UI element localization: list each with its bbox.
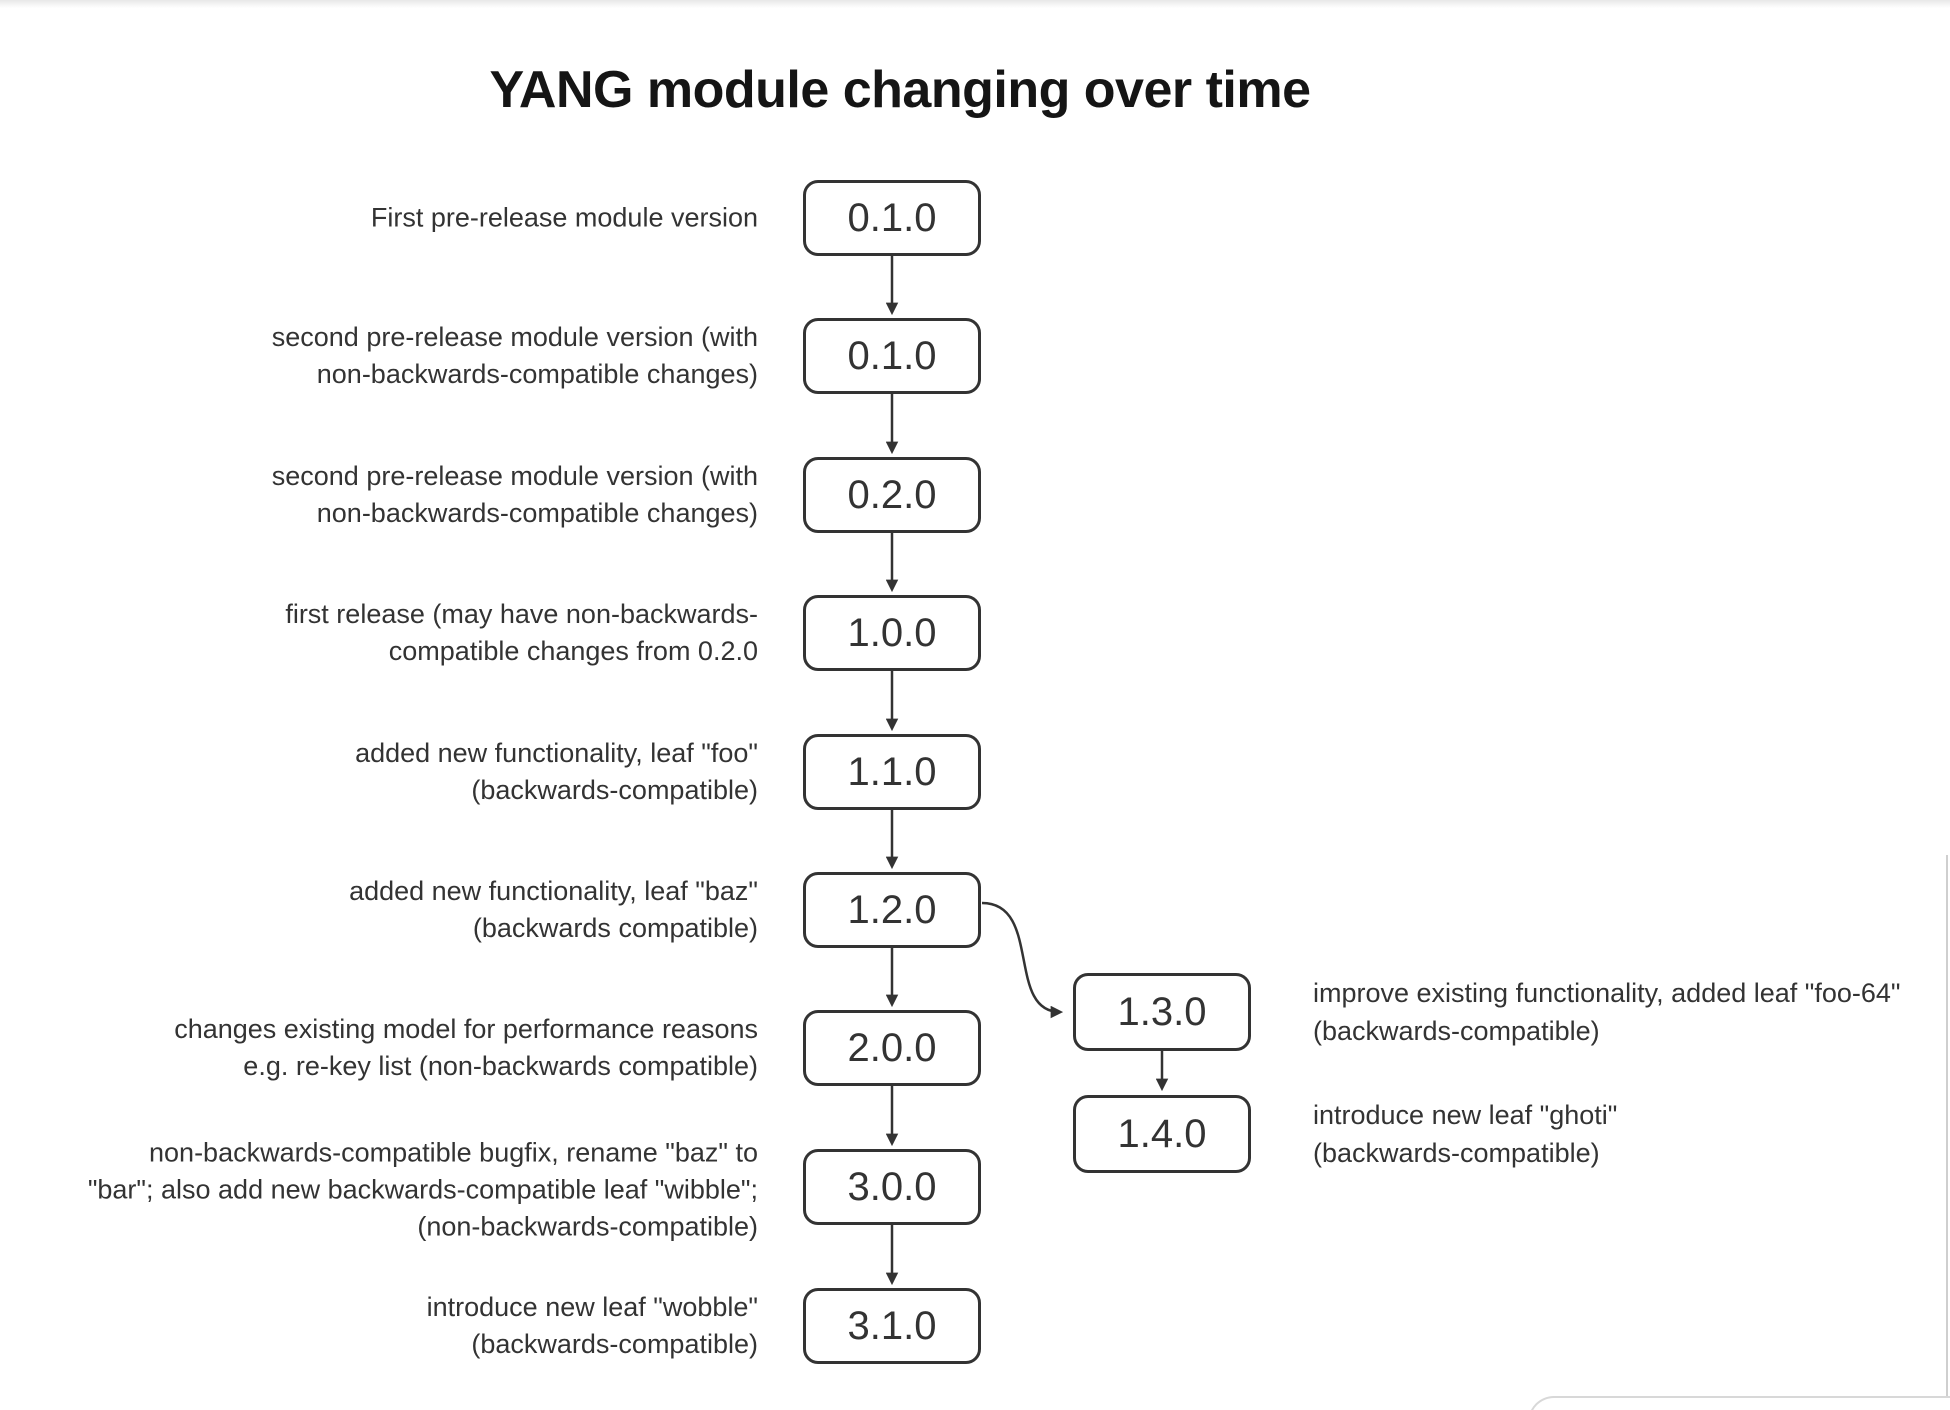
branch-annotation: improve existing functionality, added le… — [1313, 978, 1901, 1046]
version-node: 3.1.0 — [803, 1288, 981, 1364]
version-node: 3.0.0 — [803, 1149, 981, 1225]
top-edge-fade — [0, 0, 1950, 8]
version-node: 2.0.0 — [803, 1010, 981, 1086]
version-annotation: first release (may have non-backwards- c… — [285, 599, 758, 666]
version-node: 0.2.0 — [803, 457, 981, 533]
version-node: 1.0.0 — [803, 595, 981, 671]
window-right-edge — [1946, 855, 1948, 1398]
version-annotation: added new functionality, leaf "foo" (bac… — [355, 738, 758, 805]
version-annotation: non-backwards-compatible bugfix, rename … — [87, 1137, 758, 1242]
version-annotation: second pre-release module version (with … — [271, 461, 758, 528]
version-node: 0.1.0 — [803, 318, 981, 394]
branch-curve-arrow — [981, 901, 1064, 1019]
version-node: 0.1.0 — [803, 180, 981, 256]
branch-version-node: 1.4.0 — [1073, 1095, 1251, 1173]
version-node: 1.2.0 — [803, 872, 981, 948]
version-annotation: changes existing model for performance r… — [174, 1014, 758, 1081]
branch-annotation: introduce new leaf "ghoti" (backwards-co… — [1313, 1100, 1618, 1168]
version-annotation: second pre-release module version (with … — [271, 322, 758, 389]
diagram-title: YANG module changing over time — [489, 61, 1311, 119]
branch-version-node: 1.3.0 — [1073, 973, 1251, 1051]
version-node: 1.1.0 — [803, 734, 981, 810]
version-annotation: added new functionality, leaf "baz" (bac… — [349, 876, 758, 943]
next-panel-corner — [1528, 1396, 1950, 1410]
version-annotation: introduce new leaf "wobble" (backwards-c… — [426, 1292, 758, 1359]
version-annotation: First pre-release module version — [370, 202, 758, 233]
